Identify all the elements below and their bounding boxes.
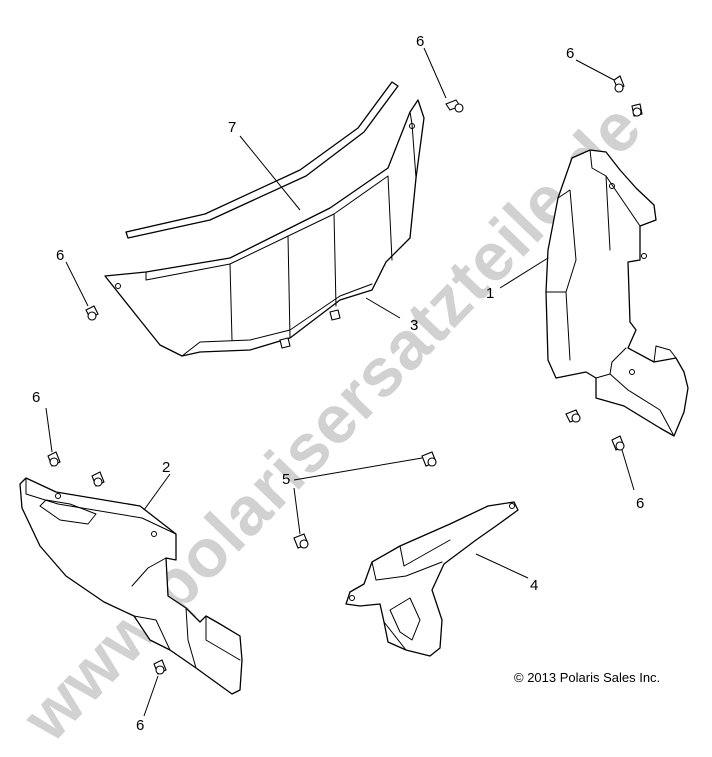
callout-labels: 7 3 1 2 4 5 6 6 6 6 6 6 <box>32 33 644 734</box>
push-pin-left-upper <box>85 305 99 321</box>
push-pin-left-a <box>47 451 61 467</box>
push-pin-upper-right-b <box>631 103 643 117</box>
callout-5: 5 <box>282 471 290 488</box>
callout-1: 1 <box>486 285 494 302</box>
push-pin-bottom-left <box>153 659 167 675</box>
push-pin-center-upper <box>421 451 437 467</box>
callout-6-upper-center: 6 <box>416 33 424 50</box>
callout-6-left: 6 <box>32 389 40 406</box>
copyright-notice: © 2013 Polaris Sales Inc. <box>514 670 660 685</box>
watermark-text: www.polarisersatzteile.de <box>7 88 656 756</box>
push-pin-left-b <box>91 471 105 487</box>
callout-6-left-upper: 6 <box>56 247 64 264</box>
leader-lines <box>45 47 635 717</box>
part-center-cover <box>345 501 519 657</box>
push-pin-right-lower-b <box>611 435 625 451</box>
push-pin-upper-right-a <box>613 75 625 93</box>
callout-6-right-lower: 6 <box>636 495 644 512</box>
callout-4: 4 <box>530 577 538 594</box>
push-pin-upper-center <box>445 99 464 113</box>
push-pin-center-lower <box>293 533 309 549</box>
callout-6-bottom-left: 6 <box>136 717 144 734</box>
part-right-panel <box>545 149 689 437</box>
fastener-pins <box>47 75 643 675</box>
callout-7: 7 <box>228 119 236 136</box>
callout-3: 3 <box>410 317 418 334</box>
callout-6-upper-right: 6 <box>566 45 574 62</box>
push-pin-front-cover <box>279 309 341 349</box>
part-front-cover <box>104 81 425 357</box>
part-left-panel <box>19 477 243 695</box>
callout-2: 2 <box>162 459 170 476</box>
push-pin-right-lower-a <box>565 409 581 423</box>
